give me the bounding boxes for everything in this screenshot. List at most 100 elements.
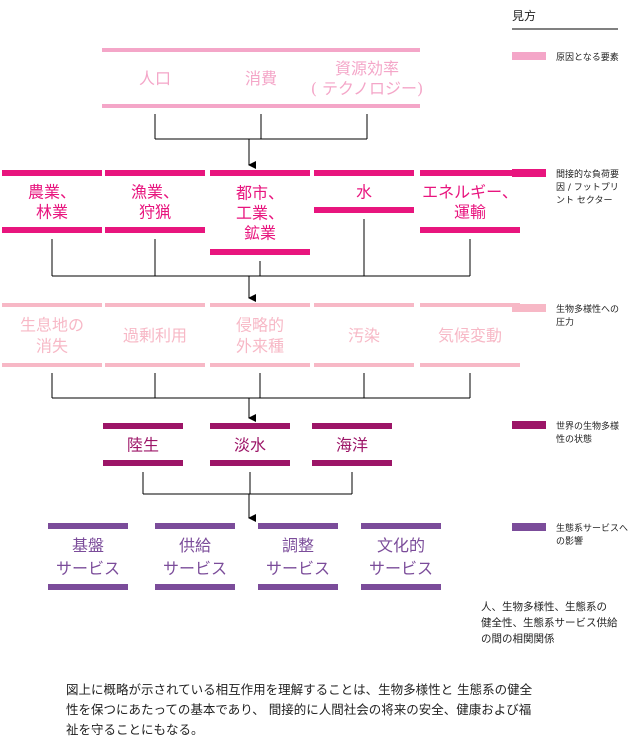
node-bottom-bar: [105, 363, 205, 367]
node-bottom-bar: [314, 104, 420, 108]
node-bottom-bar: [258, 584, 338, 590]
legend-label-line: 生態系サービスへ: [556, 522, 628, 534]
node-label-line: 消失: [36, 337, 68, 356]
node-label-line: ( テクノロジー): [311, 79, 424, 98]
node-overexploitation: 過剰利用: [105, 303, 205, 367]
node-land: 陸生: [103, 423, 183, 466]
node-consumption: 消費: [208, 48, 314, 108]
node-top-bar: [48, 523, 128, 529]
row-pressure-source: 農業、林業漁業、狩猟都市、工業、鉱業水エネルギー、運輸: [2, 170, 520, 255]
node-label-line: 淡水: [234, 436, 266, 455]
row-pressure: 生息地の消失過剰利用侵略的外来種汚染気候変動: [2, 303, 520, 367]
legend-swatch: [512, 304, 546, 312]
node-urban: 都市、工業、鉱業: [210, 170, 310, 255]
node-label-line: サービス: [266, 559, 330, 578]
legend-label-line: の影響: [556, 535, 583, 547]
legend-label-line: 原因となる要素: [556, 51, 619, 63]
legend-label-line: 世界の生物多様: [556, 420, 619, 432]
node-label-line: 漁業、: [131, 183, 179, 202]
caption-text: 図上に概略が示されている相互作用を理解することは、生物多様性と 生態系の健全性を…: [66, 682, 533, 737]
node-top-bar: [420, 303, 520, 307]
node-top-bar: [103, 423, 183, 429]
legend-label-line: 因 / フットプリ: [556, 182, 619, 193]
node-top-bar: [361, 523, 441, 529]
legend-label-line: 生物多様性への: [556, 303, 619, 315]
connector-pressure-source: [51, 219, 471, 302]
node-label-line: 文化的: [377, 536, 425, 555]
node-top-bar: [208, 48, 314, 52]
legend-swatch: [512, 169, 546, 177]
legend-label-line: 圧力: [556, 316, 574, 328]
node-bottom-bar: [2, 363, 102, 367]
node-marine: 海洋: [312, 423, 392, 466]
note-line: の間の相関関係: [481, 632, 555, 645]
node-label-line: 外来種: [236, 337, 284, 356]
note-line: 人、生物多様性、生態系の: [481, 600, 607, 613]
legend-label-line: ント セクター: [556, 195, 613, 206]
legend-title: 見方: [512, 8, 536, 23]
node-bottom-bar: [2, 227, 102, 233]
node-bottom-bar: [420, 227, 520, 233]
node-bottom-bar: [314, 363, 414, 367]
node-top-bar: [210, 170, 310, 176]
connectors: [51, 114, 471, 522]
node-bottom-bar: [103, 460, 183, 466]
legend-swatch: [512, 421, 546, 429]
node-bottom-bar: [361, 584, 441, 590]
node-label-line: 農業、: [28, 183, 76, 202]
node-label-line: 海洋: [336, 436, 368, 455]
node-top-bar: [105, 303, 205, 307]
node-label-line: エネルギー、: [422, 183, 518, 202]
node-top-bar: [155, 523, 235, 529]
node-label-line: 資源効率: [335, 59, 399, 78]
node-top-bar: [2, 303, 102, 307]
connector-state: [142, 472, 353, 522]
node-fishing: 漁業、狩猟: [105, 170, 205, 233]
node-bottom-bar: [155, 584, 235, 590]
node-resource-efficiency: 資源効率( テクノロジー): [311, 48, 424, 108]
node-top-bar: [258, 523, 338, 529]
node-top-bar: [2, 170, 102, 176]
node-label-line: 運輸: [454, 203, 486, 222]
node-population: 人口: [102, 48, 208, 108]
node-bottom-bar: [210, 363, 310, 367]
node-label-line: サービス: [369, 559, 433, 578]
node-label-line: 都市、: [236, 184, 284, 203]
node-bottom-bar: [102, 104, 208, 108]
legend-swatch: [512, 52, 546, 60]
node-label-line: 鉱業: [244, 224, 276, 243]
node-bottom-bar: [105, 227, 205, 233]
node-bottom-bar: [420, 363, 520, 367]
node-bottom-bar: [314, 207, 414, 213]
connector-pressure: [51, 373, 471, 422]
note-line: 健全性、生態系サービス供給: [481, 616, 618, 629]
node-freshwater: 淡水: [210, 423, 290, 466]
row-cause: 人口 消費 資源効率( テクノロジー): [102, 48, 423, 108]
node-bottom-bar: [210, 249, 310, 255]
node-pollution: 汚染: [314, 303, 414, 367]
node-label-line: サービス: [56, 559, 120, 578]
node-label-line: 陸生: [127, 436, 159, 455]
node-water: 水: [314, 170, 414, 213]
node-label-line: 供給: [179, 536, 211, 555]
legend-label-line: 間接的な負荷要: [556, 168, 619, 180]
legend-swatch: [512, 523, 546, 531]
node-energy: エネルギー、運輸: [420, 170, 520, 233]
node-top-bar: [210, 303, 310, 307]
node-top-bar: [312, 423, 392, 429]
node-label-line: 調整: [282, 536, 314, 555]
node-label-line: 生息地の: [20, 316, 84, 335]
node-label-line: 基盤: [72, 536, 104, 555]
node-label-line: 消費: [245, 69, 277, 88]
legend-item: 原因となる要素: [512, 51, 619, 63]
